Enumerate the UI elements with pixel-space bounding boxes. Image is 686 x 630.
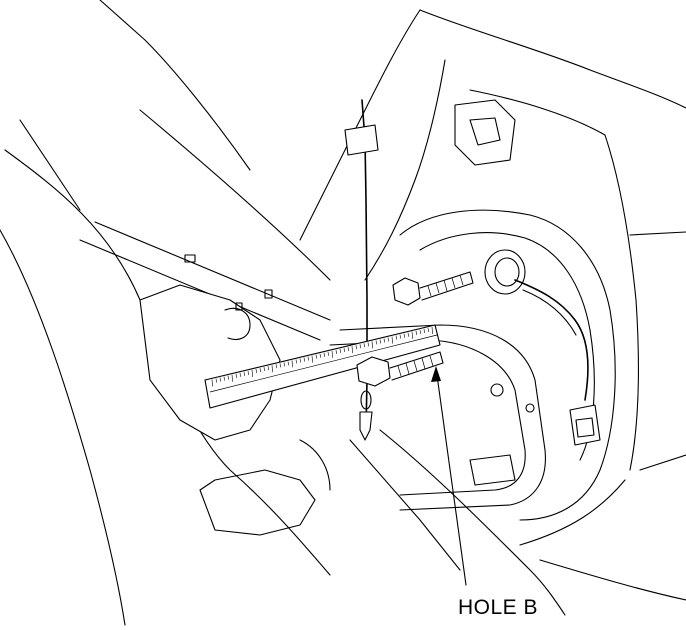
ruler-tick (407, 332, 409, 337)
ruler-tick (351, 346, 353, 354)
ruler-tick (383, 338, 385, 343)
ruler-tick (419, 329, 421, 334)
ruler-tick (299, 358, 301, 363)
ruler-tick (251, 369, 253, 377)
ruler-tick (211, 379, 213, 387)
measuring-ruler (204, 324, 441, 409)
ruler-tick (215, 378, 217, 383)
ruler-tick (319, 353, 321, 358)
regulator-parts (139, 254, 331, 536)
ruler-tick (347, 347, 349, 352)
ruler-tick (275, 364, 277, 369)
ruler-tick (415, 330, 417, 335)
ruler-tick (363, 343, 365, 348)
door-recess (329, 209, 616, 521)
ruler-tick (367, 342, 369, 347)
ruler-tick (343, 347, 345, 353)
ruler-tick (423, 328, 425, 333)
ruler-tick (255, 368, 257, 374)
ruler-tick (371, 341, 373, 349)
ruler-tick (259, 368, 261, 373)
ruler-tick (403, 333, 405, 338)
ruler-tick (399, 334, 401, 339)
ruler-tick (375, 340, 377, 345)
ruler-tick (247, 370, 249, 375)
ruler-tick (331, 350, 333, 358)
callout-arrow (431, 366, 467, 586)
ruler-tick (387, 337, 389, 342)
ruler-tick (235, 373, 237, 378)
ruler-tick (411, 331, 413, 339)
ruler-tick (327, 351, 329, 356)
ruler-tick (355, 345, 357, 350)
ruler-tick (335, 349, 337, 354)
ruler-tick (431, 326, 433, 335)
ruler-tick (279, 363, 281, 368)
ruler-tick (267, 366, 269, 371)
ruler-tick (427, 327, 429, 332)
bolt-upper (392, 271, 474, 306)
grommet-harness (484, 249, 601, 446)
ruler-tick (219, 377, 221, 382)
ruler-tick (391, 336, 393, 344)
ruler-tick (315, 354, 317, 359)
hole-b-label: HOLE B (458, 596, 538, 619)
ruler-tick (271, 365, 273, 373)
ruler-tick (223, 376, 225, 381)
ruler-tick (239, 372, 241, 377)
ruler-tick (311, 355, 313, 363)
ruler-tick (263, 367, 265, 372)
ruler-tick (395, 335, 397, 340)
ruler-tick (307, 356, 309, 361)
ruler-tick (227, 375, 229, 380)
clip-bracket (454, 99, 516, 166)
ruler-tick (295, 359, 297, 364)
ruler-tick (283, 362, 285, 367)
ruler-tick (339, 348, 341, 353)
ruler-tick (287, 361, 289, 366)
ruler-tick (231, 374, 233, 382)
ruler-tick (291, 360, 293, 368)
tape-and-string (344, 99, 379, 441)
ruler-tick (359, 344, 361, 349)
ruler-tick (303, 357, 305, 362)
bolt-hole-b (356, 351, 444, 387)
ruler-tick (323, 352, 325, 357)
ruler-tick (379, 339, 381, 344)
ruler-tick (243, 371, 245, 376)
